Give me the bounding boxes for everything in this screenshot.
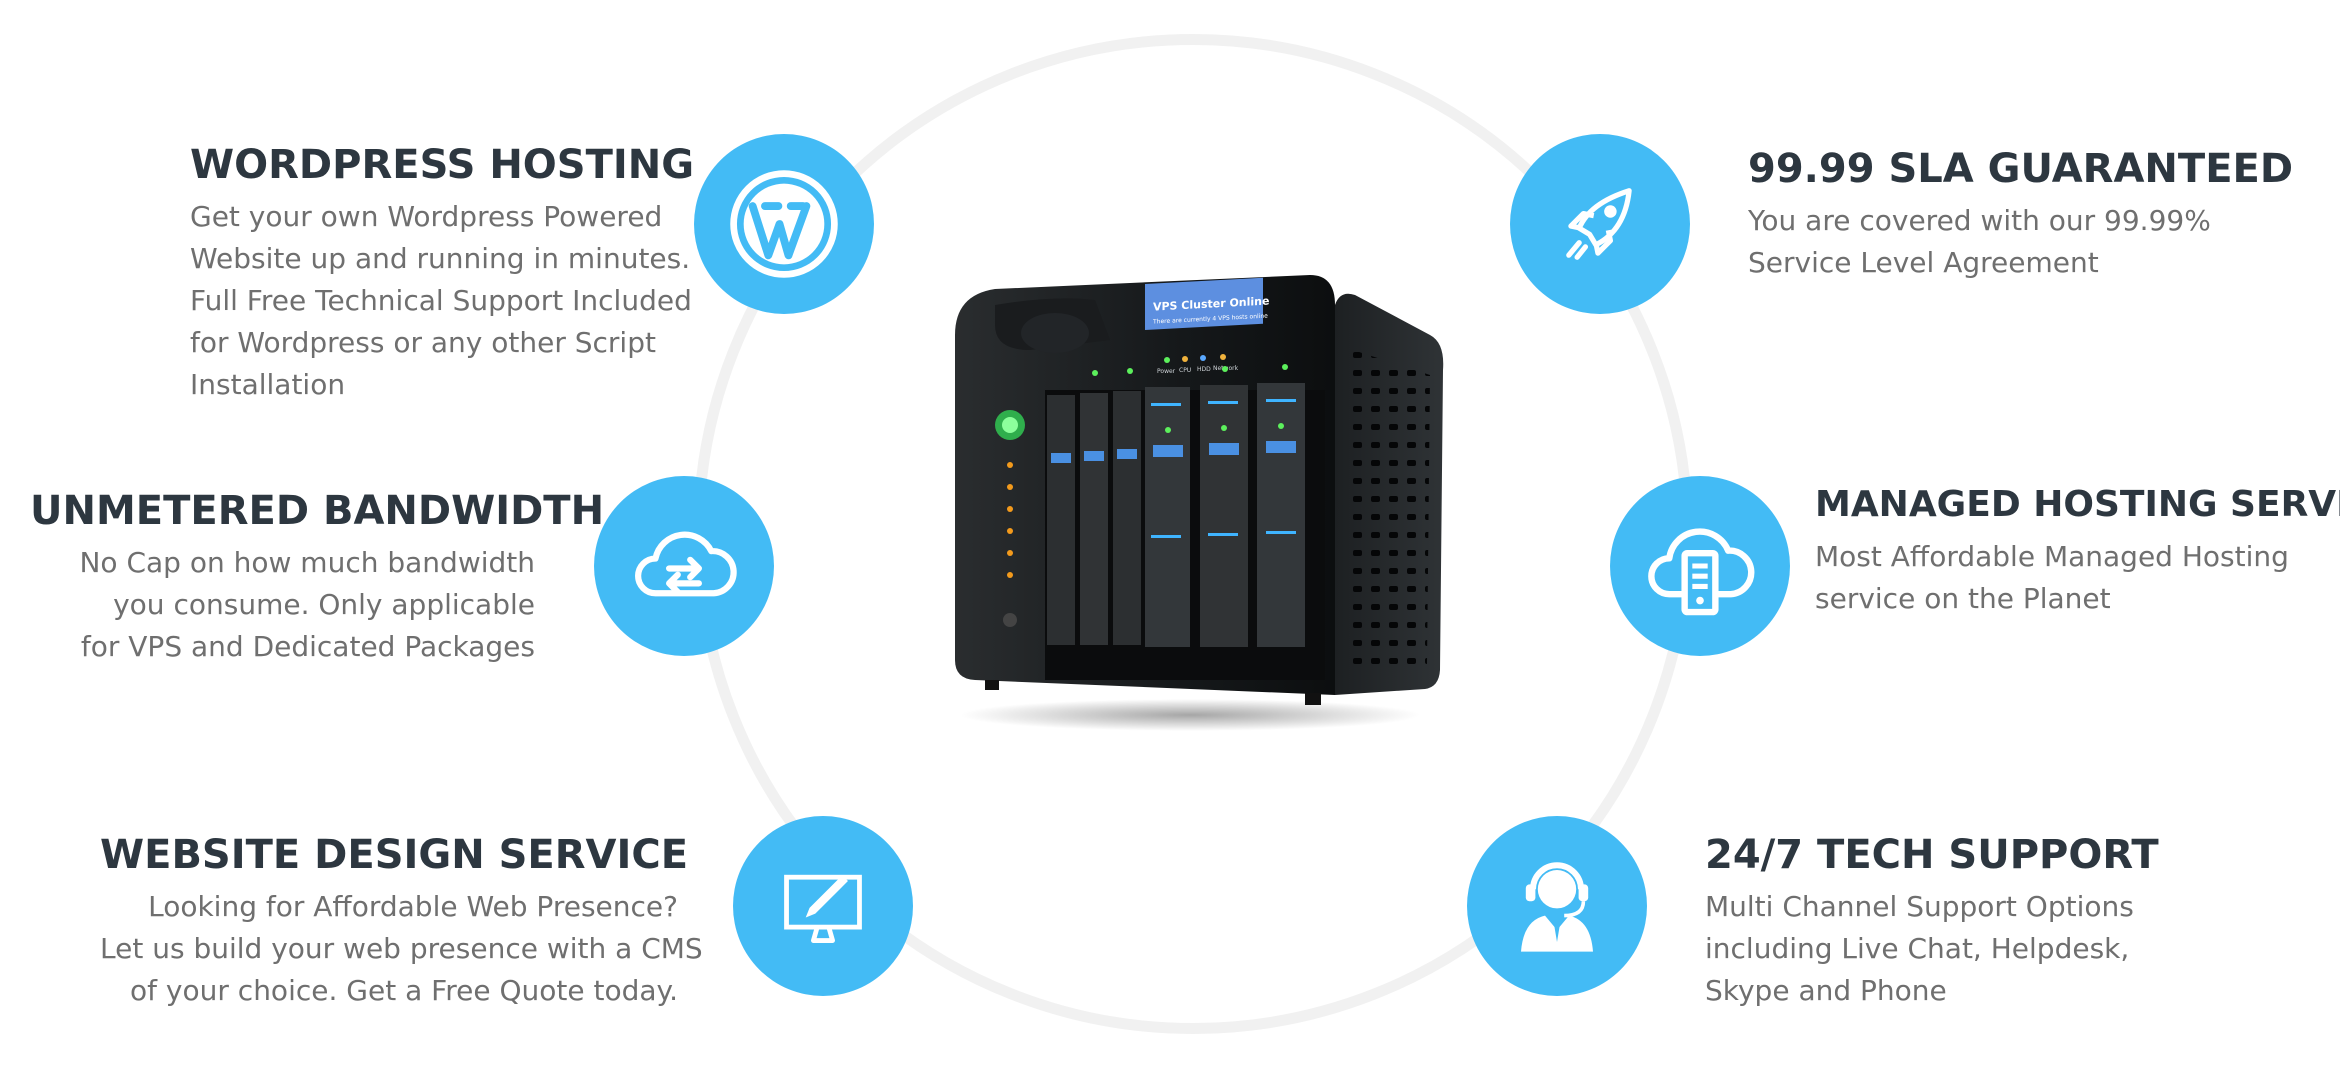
- headset-support-icon: [1521, 862, 1593, 952]
- bandwidth-icon-circle: [594, 476, 774, 656]
- sla-icon-circle: [1510, 134, 1690, 314]
- cloud-server-icon: [1648, 528, 1755, 616]
- feature-title: UNMETERED BANDWIDTH: [30, 488, 605, 534]
- monitor-pen-icon: [784, 874, 862, 943]
- feature-title: WEBSITE DESIGN SERVICE: [100, 832, 689, 878]
- led-label-cpu: CPU: [1179, 367, 1191, 374]
- led-label-power: Power: [1157, 368, 1176, 375]
- feature-title: 24/7 TECH SUPPORT: [1705, 832, 2159, 878]
- design-icon-circle: [733, 816, 913, 996]
- rocket-icon: [1566, 188, 1632, 260]
- feature-unmetered-bandwidth: UNMETERED BANDWIDTH No Cap on how much b…: [30, 486, 605, 668]
- wordpress-icon: [730, 170, 838, 278]
- feature-title: 99.99 SLA GUARANTEED: [1748, 146, 2294, 192]
- feature-wordpress-hosting: WORDPRESS HOSTING Get your own Wordpress…: [190, 140, 695, 406]
- feature-tech-support: 24/7 TECH SUPPORT Multi Channel Support …: [1705, 830, 2225, 1012]
- wordpress-icon-circle: [694, 134, 874, 314]
- feature-description: Get your own Wordpress Powered Website u…: [190, 200, 692, 401]
- feature-description: Multi Channel Support Options including …: [1705, 890, 2134, 1007]
- feature-sla-guaranteed: 99.99 SLA GUARANTEED You are covered wit…: [1748, 144, 2308, 284]
- cloud-transfer-icon: [635, 531, 737, 597]
- server-screen-title: VPS Cluster Online: [1153, 294, 1269, 313]
- feature-description: Looking for Affordable Web Presence? Let…: [100, 890, 703, 1007]
- feature-title: MANAGED HOSTING SERVICES: [1815, 484, 2340, 525]
- feature-description: You are covered with our 99.99% Service …: [1748, 204, 2211, 279]
- managed-icon-circle: [1610, 476, 1790, 656]
- feature-managed-hosting: MANAGED HOSTING SERVICES Most Affordable…: [1815, 480, 2340, 620]
- nas-server-image: VPS Cluster Online There are currently 4…: [955, 275, 1444, 731]
- feature-website-design: WEBSITE DESIGN SERVICE Looking for Affor…: [100, 830, 703, 1012]
- feature-description: Most Affordable Managed Hosting service …: [1815, 540, 2289, 615]
- led-label-hdd: HDD: [1197, 366, 1211, 373]
- support-icon-circle: [1467, 816, 1647, 996]
- feature-description: No Cap on how much bandwidth you consume…: [79, 546, 535, 663]
- feature-title: WORDPRESS HOSTING: [190, 142, 695, 188]
